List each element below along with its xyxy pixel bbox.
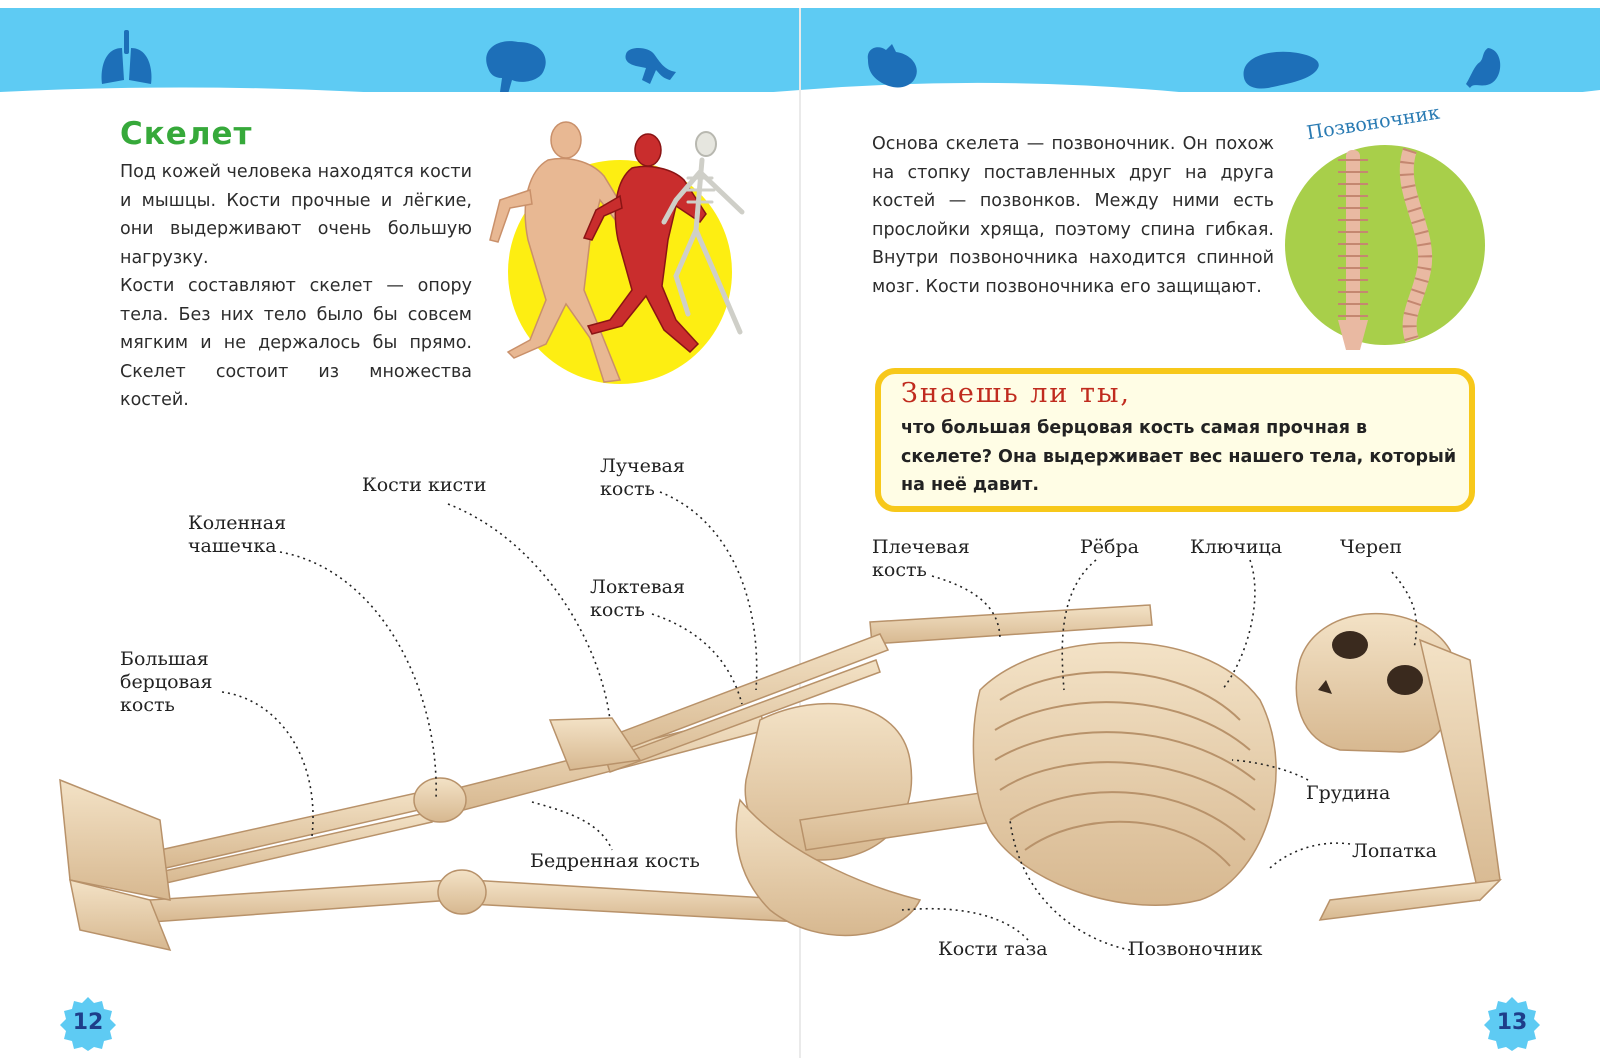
label-hand-bones: Кости кисти (362, 474, 487, 496)
did-you-know-box: Знаешь ли ты, что большая берцовая кость… (875, 368, 1475, 512)
intro-paragraph: Под кожей человека находятся кости и мыш… (120, 162, 472, 268)
spine-front-view (1338, 150, 1368, 350)
label-kneecap: Коленная чашечка (188, 512, 287, 557)
label-ulna: Локтевая кость (590, 576, 685, 621)
skeleton-figure (661, 131, 745, 335)
stomach-icon (1466, 48, 1501, 88)
label-spine: Позвоночник (1128, 938, 1263, 960)
liver-icon (1243, 51, 1319, 89)
kneecap-bone (413, 777, 467, 823)
brain-icon (486, 41, 546, 92)
label-femur: Бедренная кость (530, 850, 700, 872)
label-scapula: Лопатка (1352, 840, 1437, 862)
page-number-left: 12 (60, 995, 116, 1051)
did-you-know-title: Знаешь ли ты, (901, 378, 1132, 409)
page-fold (799, 8, 801, 1058)
muscle-figure (582, 133, 707, 354)
skull-features (1318, 631, 1423, 695)
humerus-bone (869, 604, 1153, 645)
label-tibia: Большая берцовая кость (120, 648, 213, 716)
tooth-icon (625, 48, 676, 84)
lungs-icon (101, 30, 152, 84)
rib-lines (994, 671, 1256, 867)
skin-figure (489, 121, 634, 383)
label-clavicle: Ключица (1190, 536, 1283, 558)
page-number-right: 13 (1484, 995, 1540, 1051)
heart-icon (867, 44, 917, 88)
did-you-know-text: что большая берцовая кость самая прочная… (901, 418, 1457, 495)
page-title: Скелет (120, 116, 253, 152)
page-number-left-text: 12 (72, 1010, 104, 1035)
ribcage (972, 641, 1277, 907)
skeleton-paragraph: Кости составляют скелет — опору тела. Бе… (120, 276, 472, 410)
label-pelvis: Кости таза (938, 938, 1048, 960)
spine-paragraph: Основа скелета — позвоночник. Он похож н… (872, 134, 1274, 297)
label-skull: Череп (1340, 536, 1403, 558)
label-humerus: Плечевая кость (872, 536, 970, 581)
label-ribs: Рёбра (1080, 536, 1139, 558)
page-number-right-text: 13 (1496, 1010, 1528, 1035)
label-sternum: Грудина (1306, 782, 1391, 804)
label-leaders (221, 491, 1418, 951)
spine-side-view (1399, 147, 1433, 343)
hand-bones (548, 717, 642, 771)
label-radius: Лучевая кость (600, 455, 685, 500)
